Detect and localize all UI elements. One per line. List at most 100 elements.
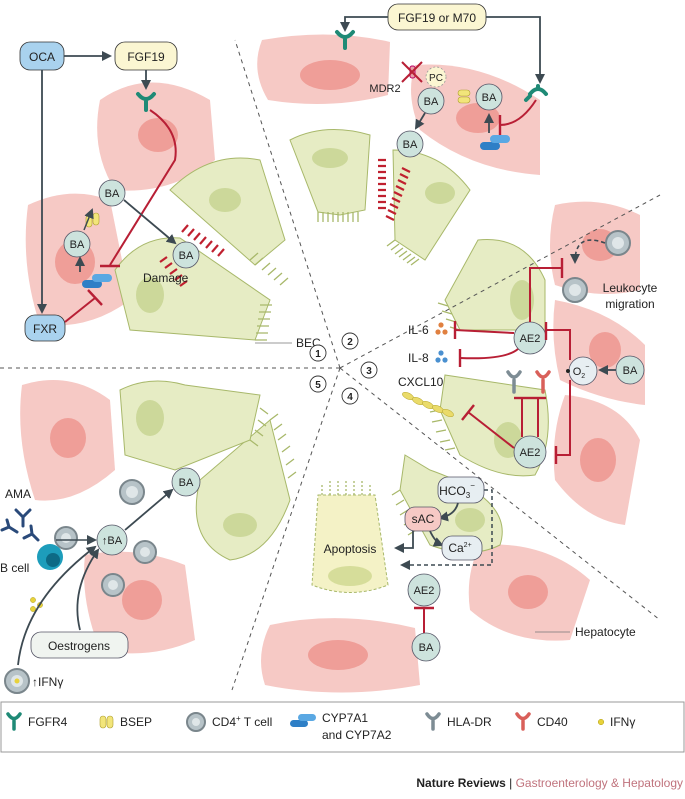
bec-cell [114,237,271,341]
hco3-dashed-arrow [400,489,493,570]
hepatocyte-nucleus [580,438,616,482]
o2-label: O2− [573,364,590,380]
hepatocyte-nucleus [50,418,86,458]
ba-label: BA [482,92,497,104]
oestrogens-arrow [76,548,100,631]
hla-dr-receptor [506,370,522,394]
hla-dr-icon [425,712,441,731]
ba-to-bec-arrow [123,199,177,245]
cyp7a-enzyme [480,135,510,150]
bec-cells [114,129,549,593]
ba-circle [98,179,126,207]
ba-circle [417,87,445,115]
oestrogens-label: Oestrogens [48,639,110,653]
bec-cell [195,419,291,561]
sector-3-pathway: Leukocyte migration AE2 IL-6 IL-8 BA O2−… [398,230,658,469]
hco3-to-sac-arrow [438,502,459,522]
legend-cd40: CD40 [537,715,568,729]
fgfr4-receptor [136,92,156,112]
fgfr4-receptor [335,30,355,50]
ba-up-arrow [124,488,174,531]
fgf19-label: FGF19 [127,50,165,64]
hco3-label: HCO3− [439,481,475,500]
bec-nucleus [209,188,241,212]
hepatocyte-nucleus [589,332,621,368]
to-apoptosis-arrow [394,531,414,553]
legend-cyp-1: CYP7A1 [322,711,368,725]
bsep-transporter [457,89,471,104]
legend-cd4: CD4+ T cell [212,714,272,729]
legend: FGFR4 BSEP CD4+ T cell CYP7A1 and CYP7A2… [0,701,685,753]
ae2-circle [513,435,547,469]
fgfr4-receptor [524,84,548,102]
ae2-to-receptor-inhibit [521,398,539,437]
ba-to-bsep-arrow [83,208,94,231]
hepatocyte-nucleus [300,60,360,90]
fxr-box [24,314,66,342]
fgfr4-inhibition-line [109,109,177,266]
bec-nucleus [510,280,534,320]
ba-label: BA [70,239,85,251]
credit-line: Nature Reviews | Gastroenterology & Hepa… [416,776,683,790]
section-numbers: 1 2 3 4 5 [309,332,378,405]
fxr-label: FXR [33,322,57,336]
bec-nucleus [425,182,455,204]
mdr2-transporter-knocked-out [401,61,423,83]
ba-label: BA [179,477,194,489]
il8-molecules [435,350,448,363]
legend-box [0,701,685,753]
oca-label: OCA [29,50,55,64]
bec-cell [392,149,471,261]
ae2-label: AE2 [414,585,435,597]
sector-5-pathway: BA ↑BA B cell AMA Oestrogens [0,467,201,694]
cyp7a-enzyme [82,274,112,288]
to-right-receptor-arrow [486,16,545,84]
ae2-to-leukocyte-inhibit [529,267,562,322]
migration-arrow [570,239,606,264]
sector-2-pathway: FGF19 or M70 BA PC BA MDR2 BA [335,3,548,158]
ba-circle [475,83,503,111]
ae2-to-il8-inhibit [459,348,519,360]
mdr2-label: MDR2 [369,83,400,95]
ba-label: BA [419,642,434,654]
ba-label: BA [403,139,418,151]
section-number: 2 [347,337,353,348]
apoptotic-cell [311,494,389,593]
il8-label: IL-8 [408,351,429,365]
bec-cell [289,129,371,216]
up-ba-circle [96,524,128,556]
ifny-arrow [17,545,97,666]
ifny-up-label: ↑IFNγ [32,675,63,689]
legend-ifny: IFNγ [610,715,635,729]
damage-label: Damage [143,271,189,285]
pc-label: PC [429,73,443,84]
section-number: 1 [315,349,321,360]
sector-1-pathway: OCA FGF19 FXR BA BA BA Damage BEC [19,41,321,350]
migration-label: migration [605,297,654,311]
ama-antibodies [0,508,40,542]
legend-hla: HLA-DR [447,715,492,729]
b-cell [37,544,63,570]
oestrogens-box [30,631,129,659]
ca-label: Ca2+ [448,541,471,555]
ba-circle [411,632,441,662]
ae2-label: AE2 [520,447,541,459]
fxr-to-cyp-line [64,297,96,323]
il6-molecules [435,322,448,335]
leukocyte-label: Leukocyte [603,281,658,295]
ba-label: BA [424,96,439,108]
o2-to-ae2-inhibit [546,329,571,360]
ama-label: AMA [5,487,31,501]
il6-label: IL-6 [408,323,429,337]
ifny-icon [597,718,605,726]
ba-circle [172,241,200,269]
sac-label: sAC [412,512,435,526]
ae2-to-cxcl10-inhibit [467,411,515,449]
up-ba-label: ↑BA [102,535,123,547]
cxcl10-label: CXCL10 [398,375,444,389]
cxcl10-chain [402,392,454,417]
ba-circle [63,230,91,258]
hepatocyte-label: Hepatocyte [575,625,636,639]
